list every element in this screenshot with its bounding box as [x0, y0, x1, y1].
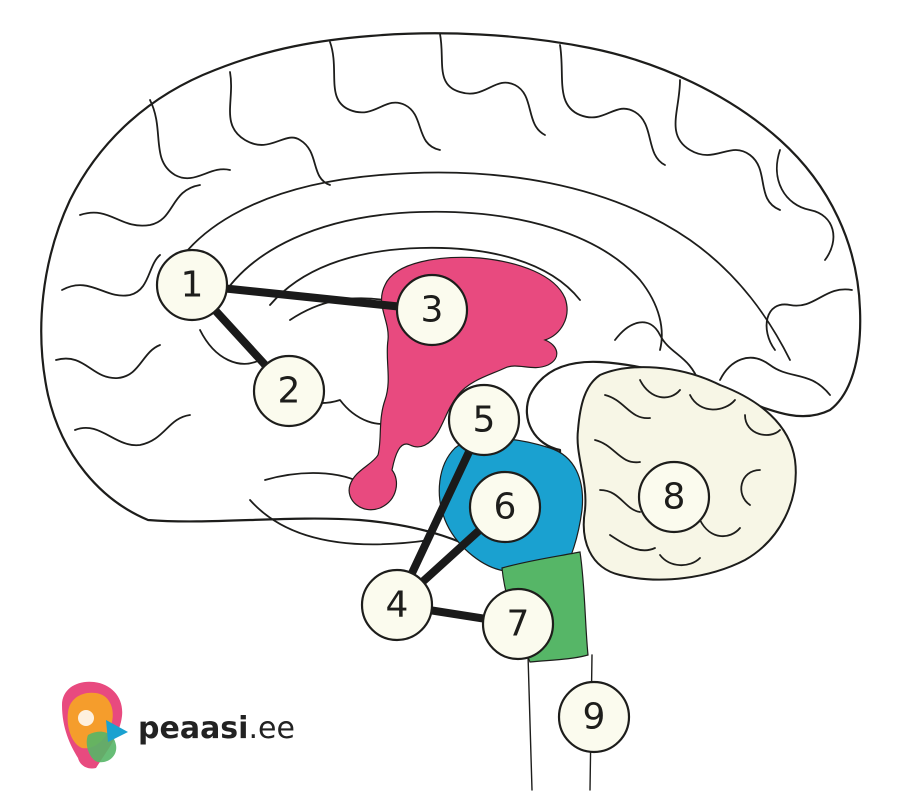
marker-5-label: 5 [473, 400, 496, 441]
connector-1-3 [191, 281, 433, 314]
peaasi-logo: peaasi.ee [62, 681, 295, 769]
marker-1-label: 1 [181, 265, 204, 306]
marker-6: 6 [468, 470, 542, 544]
marker-9-label: 9 [583, 697, 606, 738]
marker-4: 4 [360, 568, 434, 642]
marker-2-label: 2 [278, 371, 301, 412]
marker-8-label: 8 [663, 477, 686, 518]
marker-7-label: 7 [507, 604, 530, 645]
marker-2: 2 [252, 354, 326, 428]
marker-3-label: 3 [421, 290, 444, 331]
logo-domain-suffix: .ee [248, 711, 294, 746]
logo-wordmark: peaasi.ee [138, 711, 295, 746]
marker-5: 5 [447, 383, 521, 457]
cortex-folds [55, 33, 853, 446]
marker-4-label: 4 [386, 585, 409, 626]
marker-7: 7 [481, 587, 555, 661]
marker-9: 9 [557, 680, 631, 754]
logo-name: peaasi [138, 711, 248, 746]
peaasi-logo-icon [62, 681, 128, 769]
marker-6-label: 6 [494, 487, 517, 528]
marker-1: 1 [155, 248, 229, 322]
marker-3: 3 [395, 273, 469, 347]
marker-8: 8 [637, 460, 711, 534]
markers: 1 2 3 4 5 6 7 8 [155, 248, 711, 754]
